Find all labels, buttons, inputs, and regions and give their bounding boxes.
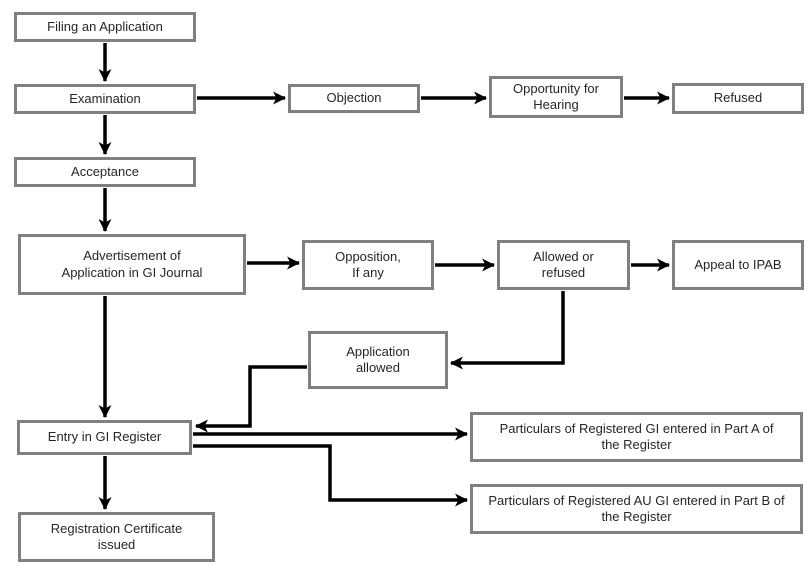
node-acceptance: Acceptance [14, 157, 196, 187]
node-opposition-if-any: Opposition, If any [302, 240, 434, 290]
node-particulars-part-b: Particulars of Registered AU GI entered … [470, 484, 803, 534]
node-appeal-to-ipab: Appeal to IPAB [672, 240, 804, 290]
arrow-entry-to-part-b [193, 444, 468, 507]
node-registration-certificate-issued: Registration Certificate issued [18, 512, 215, 562]
node-advertisement-in-gi-journal: Advertisement of Application in GI Journ… [18, 234, 246, 295]
node-refused: Refused [672, 83, 804, 114]
node-examination: Examination [14, 84, 196, 114]
node-objection: Objection [288, 84, 420, 113]
node-opportunity-for-hearing: Opportunity for Hearing [489, 76, 623, 118]
node-entry-in-gi-register: Entry in GI Register [17, 420, 192, 455]
node-particulars-part-a: Particulars of Registered GI entered in … [470, 412, 803, 462]
arrow-allowed-to-application-allowed [450, 291, 565, 370]
arrow-application-allowed-to-entry [195, 365, 307, 433]
node-allowed-or-refused: Allowed or refused [497, 240, 630, 290]
node-filing-an-application: Filing an Application [14, 12, 196, 42]
node-application-allowed: Application allowed [308, 331, 448, 389]
